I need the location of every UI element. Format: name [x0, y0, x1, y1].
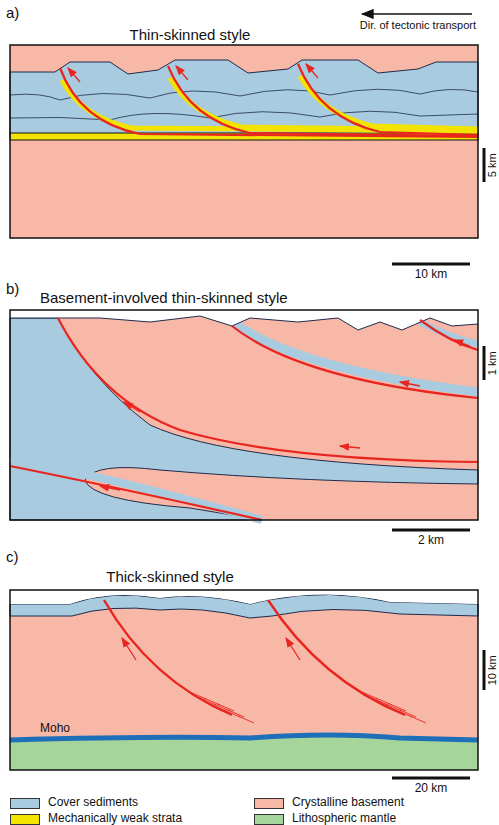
- drawing-part: [62, 80, 478, 131]
- legend-text: Lithospheric mantle: [292, 812, 396, 825]
- drawing-part: [190, 692, 206, 699]
- legend-text: Cover sediments: [48, 796, 138, 810]
- drawing-part: [396, 710, 412, 717]
- drawing-part: [376, 698, 392, 705]
- drawing-part: [104, 600, 232, 715]
- scale-label: 1 km: [486, 351, 499, 375]
- panel-b-section: [10, 310, 478, 520]
- drawing-part: [362, 692, 378, 699]
- scale-bars-b: [392, 346, 484, 530]
- drawing-part: [200, 698, 216, 705]
- drawing-part: [306, 64, 318, 78]
- drawing-part: [232, 322, 478, 392]
- drawing-part: [10, 458, 262, 520]
- panel-a-section: [10, 45, 478, 238]
- drawing-part: [10, 310, 478, 520]
- panel-letter: c): [6, 548, 19, 565]
- legend-swatch: [10, 814, 40, 825]
- legend-swatch: [254, 814, 284, 825]
- drawing-part: [60, 68, 478, 137]
- panel-title: Thick-skinned style: [106, 568, 234, 585]
- arrow-label: Dir. of tectonic transport: [360, 19, 476, 32]
- scale-label: 2 km: [418, 534, 444, 548]
- drawing-part: [382, 704, 398, 711]
- drawing-part: [10, 310, 478, 330]
- drawing-part: [10, 466, 262, 520]
- drawing-part: [483, 346, 486, 380]
- drawing-part: [286, 638, 300, 660]
- drawing-part: [10, 590, 478, 770]
- drawing-part: [483, 148, 486, 182]
- panel-title: Thin-skinned style: [130, 26, 251, 43]
- drawing-part: [228, 710, 244, 717]
- drawing-part: [392, 777, 470, 780]
- drawing-part: [10, 590, 478, 770]
- drawing-part: [392, 529, 470, 532]
- panel-letter: b): [6, 280, 19, 297]
- transport-arrow: [362, 13, 472, 14]
- drawing-part: [300, 76, 478, 129]
- drawing-part: [232, 326, 478, 398]
- drawing-part: [10, 60, 478, 135]
- scale-label: 20 km: [415, 782, 448, 796]
- drawing-part: [214, 704, 230, 711]
- drawing-part: [10, 310, 478, 520]
- drawing-part: [268, 600, 405, 715]
- scale-label: 5 km: [486, 153, 499, 177]
- drawing-part: [483, 650, 486, 690]
- drawing-part: [176, 66, 188, 80]
- drawing-part: [392, 263, 470, 266]
- drawing-part: [420, 320, 478, 350]
- drawing-part: [372, 698, 388, 705]
- drawing-part: [454, 340, 470, 346]
- legend-swatch: [10, 798, 40, 809]
- drawing-part: [10, 45, 478, 238]
- scale-label: 10 km: [415, 268, 448, 282]
- panel-c-section: [10, 590, 478, 770]
- scale-bars-a: [392, 148, 484, 264]
- moho-label: Moho: [40, 722, 70, 736]
- drawing-part: [400, 710, 416, 717]
- drawing-part: [390, 704, 406, 711]
- drawing-part: [386, 704, 402, 711]
- drawing-part: [410, 716, 426, 723]
- drawing-part: [218, 704, 234, 711]
- drawing-part: [10, 111, 478, 120]
- scale-bars-c: [392, 650, 484, 778]
- drawing-part: [10, 735, 478, 770]
- scale-label: 10 km: [486, 655, 499, 685]
- drawing-part: [10, 316, 478, 330]
- drawing-part: [10, 318, 478, 520]
- drawing-part: [210, 704, 226, 711]
- drawing-part: [204, 698, 220, 705]
- drawing-part: [10, 45, 478, 238]
- drawing-part: [238, 716, 254, 723]
- drawing-part: [10, 735, 478, 740]
- drawing-part: [298, 64, 478, 135]
- drawing-part: [190, 692, 426, 723]
- drawing-part: [68, 68, 80, 82]
- drawing-part: [124, 402, 140, 412]
- panel-letter: a): [6, 4, 19, 21]
- drawing-part: [58, 318, 478, 462]
- legend-swatch: [254, 798, 284, 809]
- drawing-part: [100, 486, 120, 490]
- drawing-part: [10, 89, 478, 100]
- drawing-part: [10, 590, 478, 604]
- legend-text: Mechanically weak strata: [48, 812, 182, 825]
- drawing-part: [122, 638, 136, 660]
- panel-title: Basement-involved thin-skinned style: [40, 289, 288, 306]
- drawing-part: [340, 446, 360, 448]
- legend-text: Crystalline basement: [292, 796, 404, 810]
- drawing-part: [224, 710, 240, 717]
- drawing-part: [400, 382, 420, 386]
